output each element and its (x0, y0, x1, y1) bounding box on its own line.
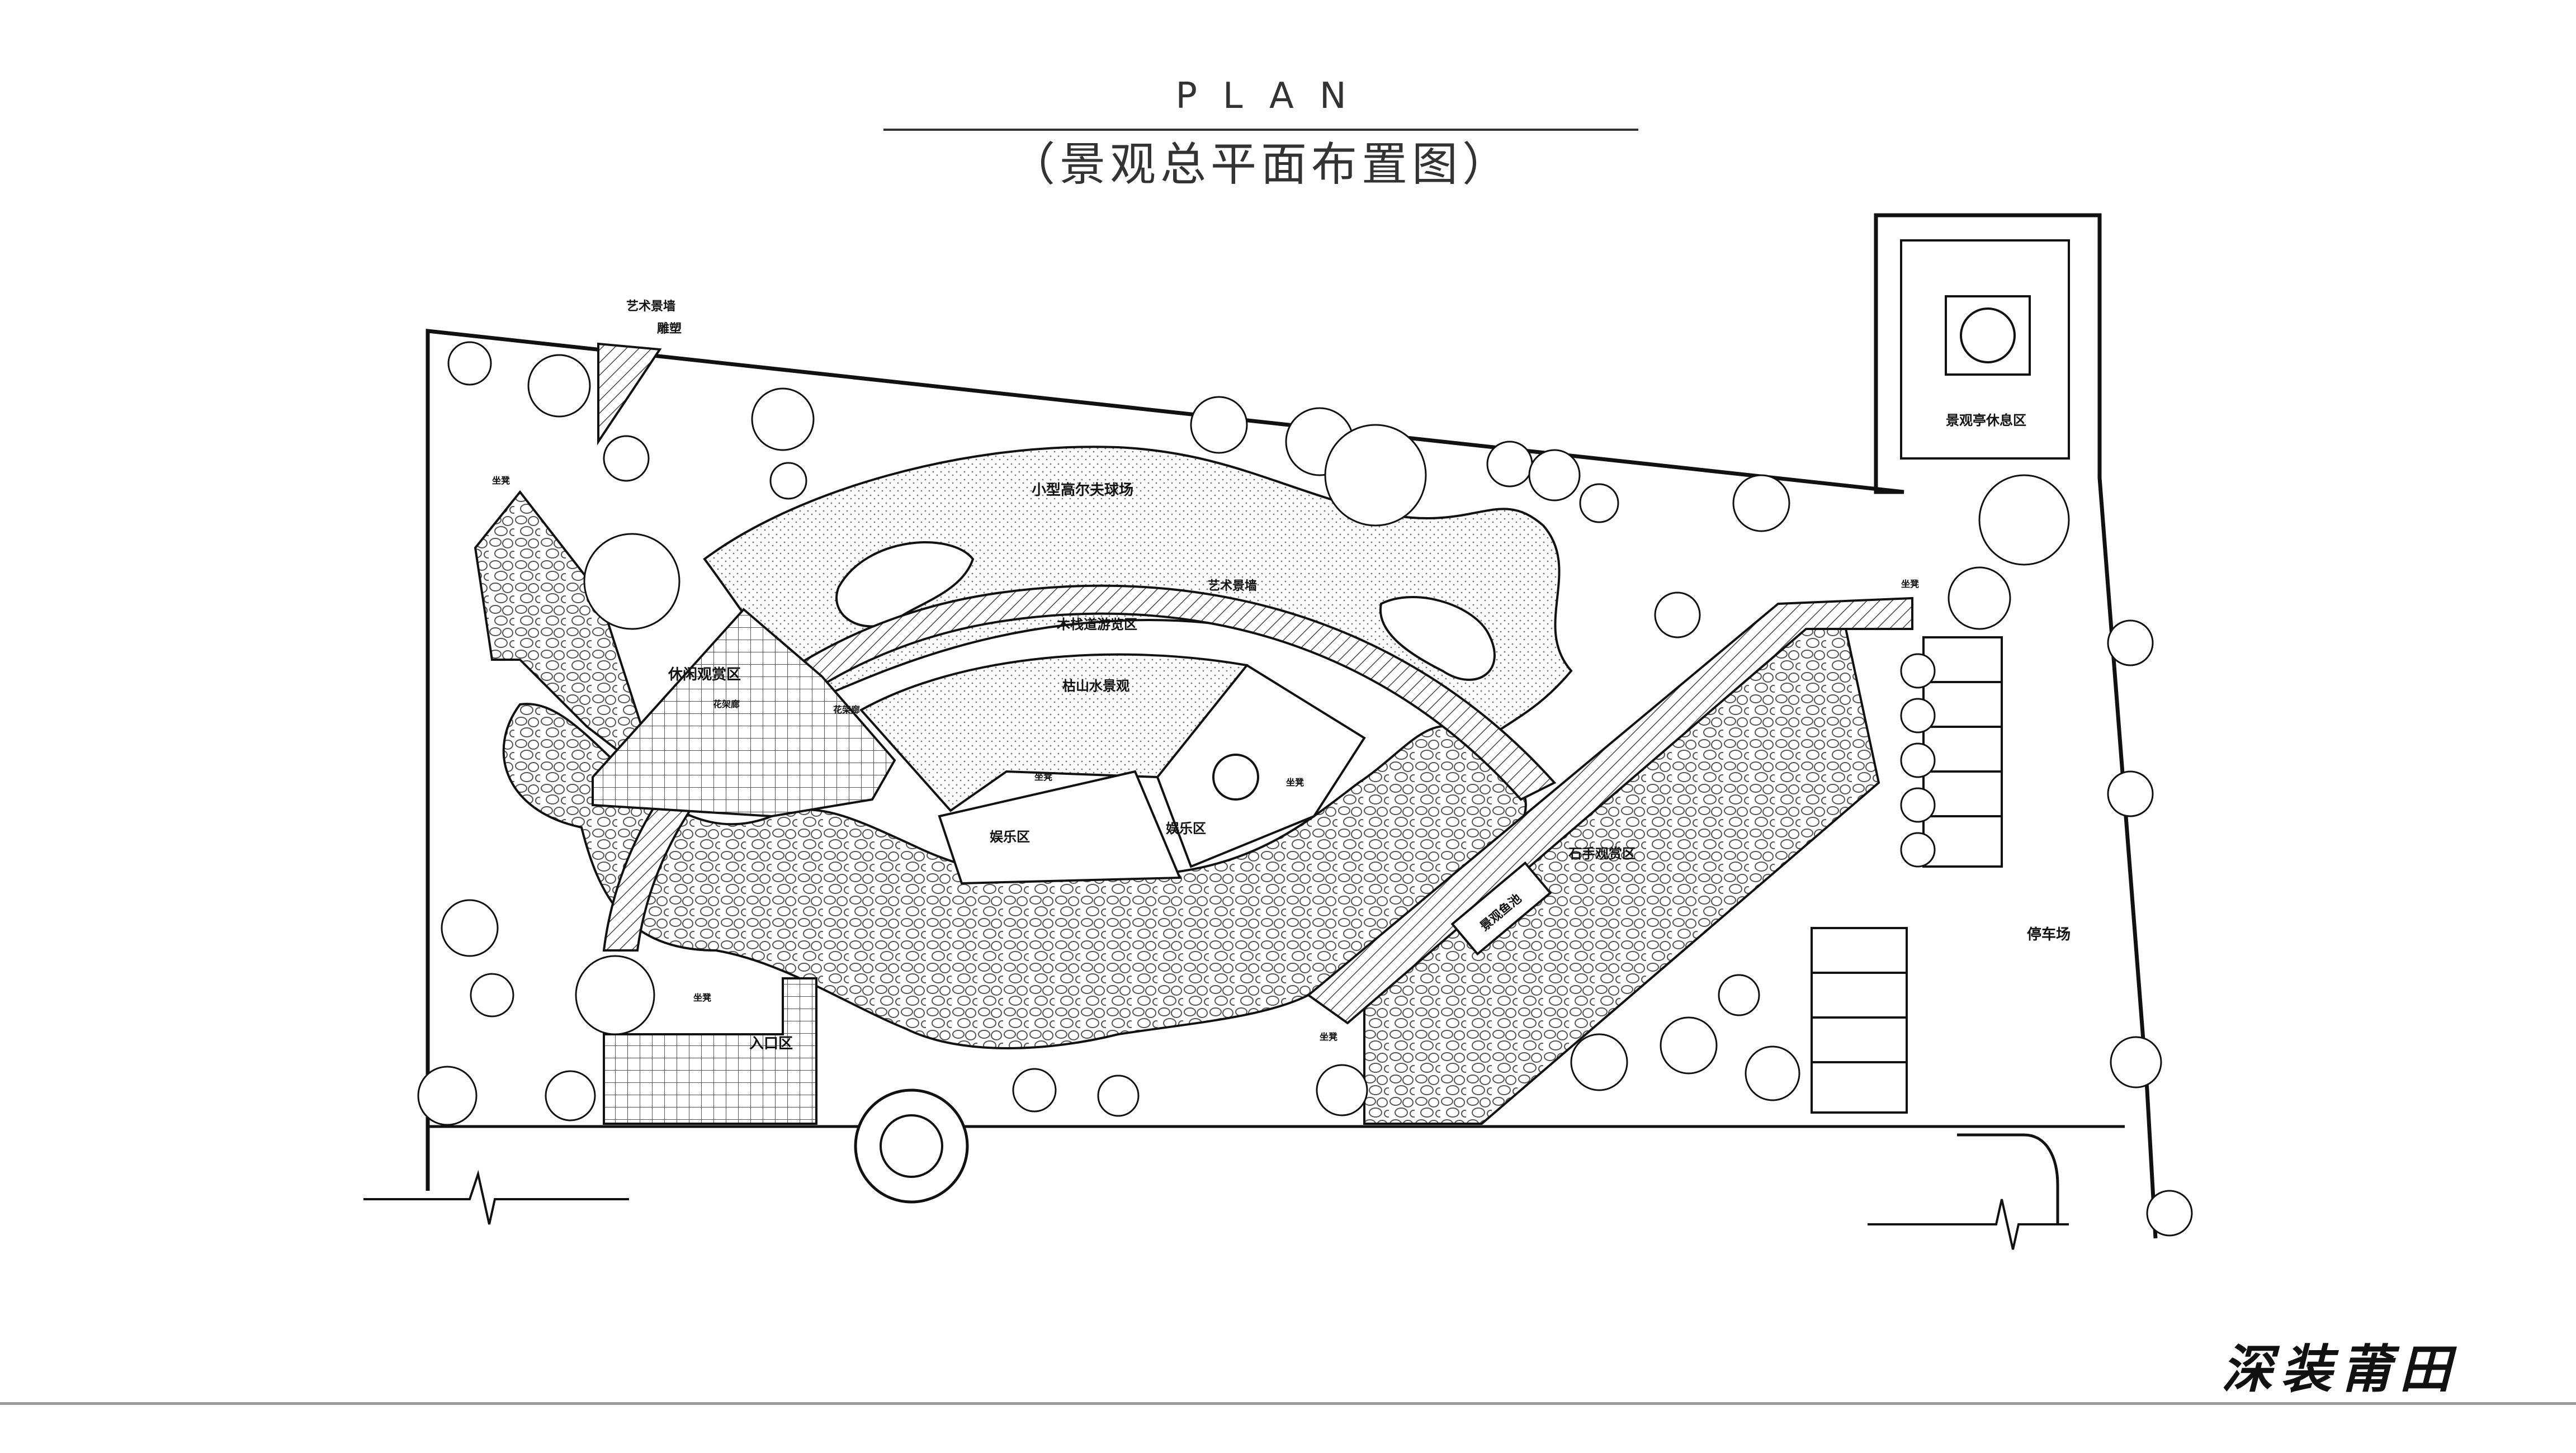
pavilion-area (1900, 239, 2070, 460)
label-art-wall-centre: 艺术景墙 (1208, 579, 1257, 593)
play-zone-left-area (938, 770, 1181, 885)
brand-mark: 深装莆田 (2221, 1339, 2459, 1399)
label-parking: 停车场 (2027, 926, 2071, 943)
label-seat-5: 坐凳 (693, 992, 711, 1003)
plan-title: PLAN (1175, 75, 1372, 117)
label-pavilion-rest: 景观亭休息区 (1946, 413, 2026, 428)
roundabout (854, 1088, 969, 1204)
break-line-right (1868, 1199, 2069, 1250)
label-seat-6: 坐凳 (1901, 579, 1919, 589)
paving-left-strip (474, 490, 662, 786)
play-net-feature (1212, 754, 1259, 801)
tree-group (417, 341, 2193, 1237)
label-seat-2: 坐凳 (1034, 772, 1052, 782)
plan-subtitle: （景观总平面布置图） (1009, 138, 1512, 191)
label-seat-4: 坐凳 (1320, 1031, 1337, 1042)
label-entrance: 入口区 (749, 1035, 793, 1052)
label-seat-1: 坐凳 (492, 475, 510, 486)
break-line-left (363, 1170, 629, 1225)
label-boardwalk: 木栈道游览区 (1056, 617, 1137, 632)
bottom-rule (0, 1402, 2576, 1405)
label-golf: 小型高尔夫球场 (1032, 481, 1133, 499)
label-play-zone-right: 娱乐区 (1166, 821, 1206, 836)
site-boundary (426, 213, 2158, 1239)
label-flower-2: 花架廊 (833, 704, 860, 715)
art-wall-corner (597, 342, 662, 446)
label-flower-1: 花架廊 (713, 699, 740, 709)
label-play-zone-left: 娱乐区 (990, 829, 1030, 845)
label-art-wall-corner: 艺术景墙 (626, 299, 675, 314)
play-zone-right-area (1156, 664, 1366, 868)
title-block: PLAN （景观总平面布置图） (883, 78, 1638, 190)
golf-pond-2 (1379, 596, 1496, 681)
pavilion-centre (1960, 307, 2016, 363)
label-leisure-zone: 休闲观赏区 (668, 666, 741, 683)
pond-feature (1450, 861, 1552, 956)
roundabout-inner (880, 1114, 943, 1178)
title-underline (883, 129, 1638, 131)
entrance-area (603, 977, 817, 1125)
label-dry-landscape: 枯山水景观 (1062, 678, 1129, 694)
gate-right (1957, 1133, 2059, 1224)
hedge-row (1900, 653, 1936, 868)
label-sculpture: 雕塑 (657, 322, 682, 336)
label-seat-3: 坐凳 (1286, 777, 1304, 788)
label-rock-zone: 石手观赏区 (1568, 846, 1636, 862)
golf-pond-1 (835, 541, 975, 628)
parking-stalls (1811, 636, 2003, 1114)
pergola-strip (592, 608, 896, 818)
